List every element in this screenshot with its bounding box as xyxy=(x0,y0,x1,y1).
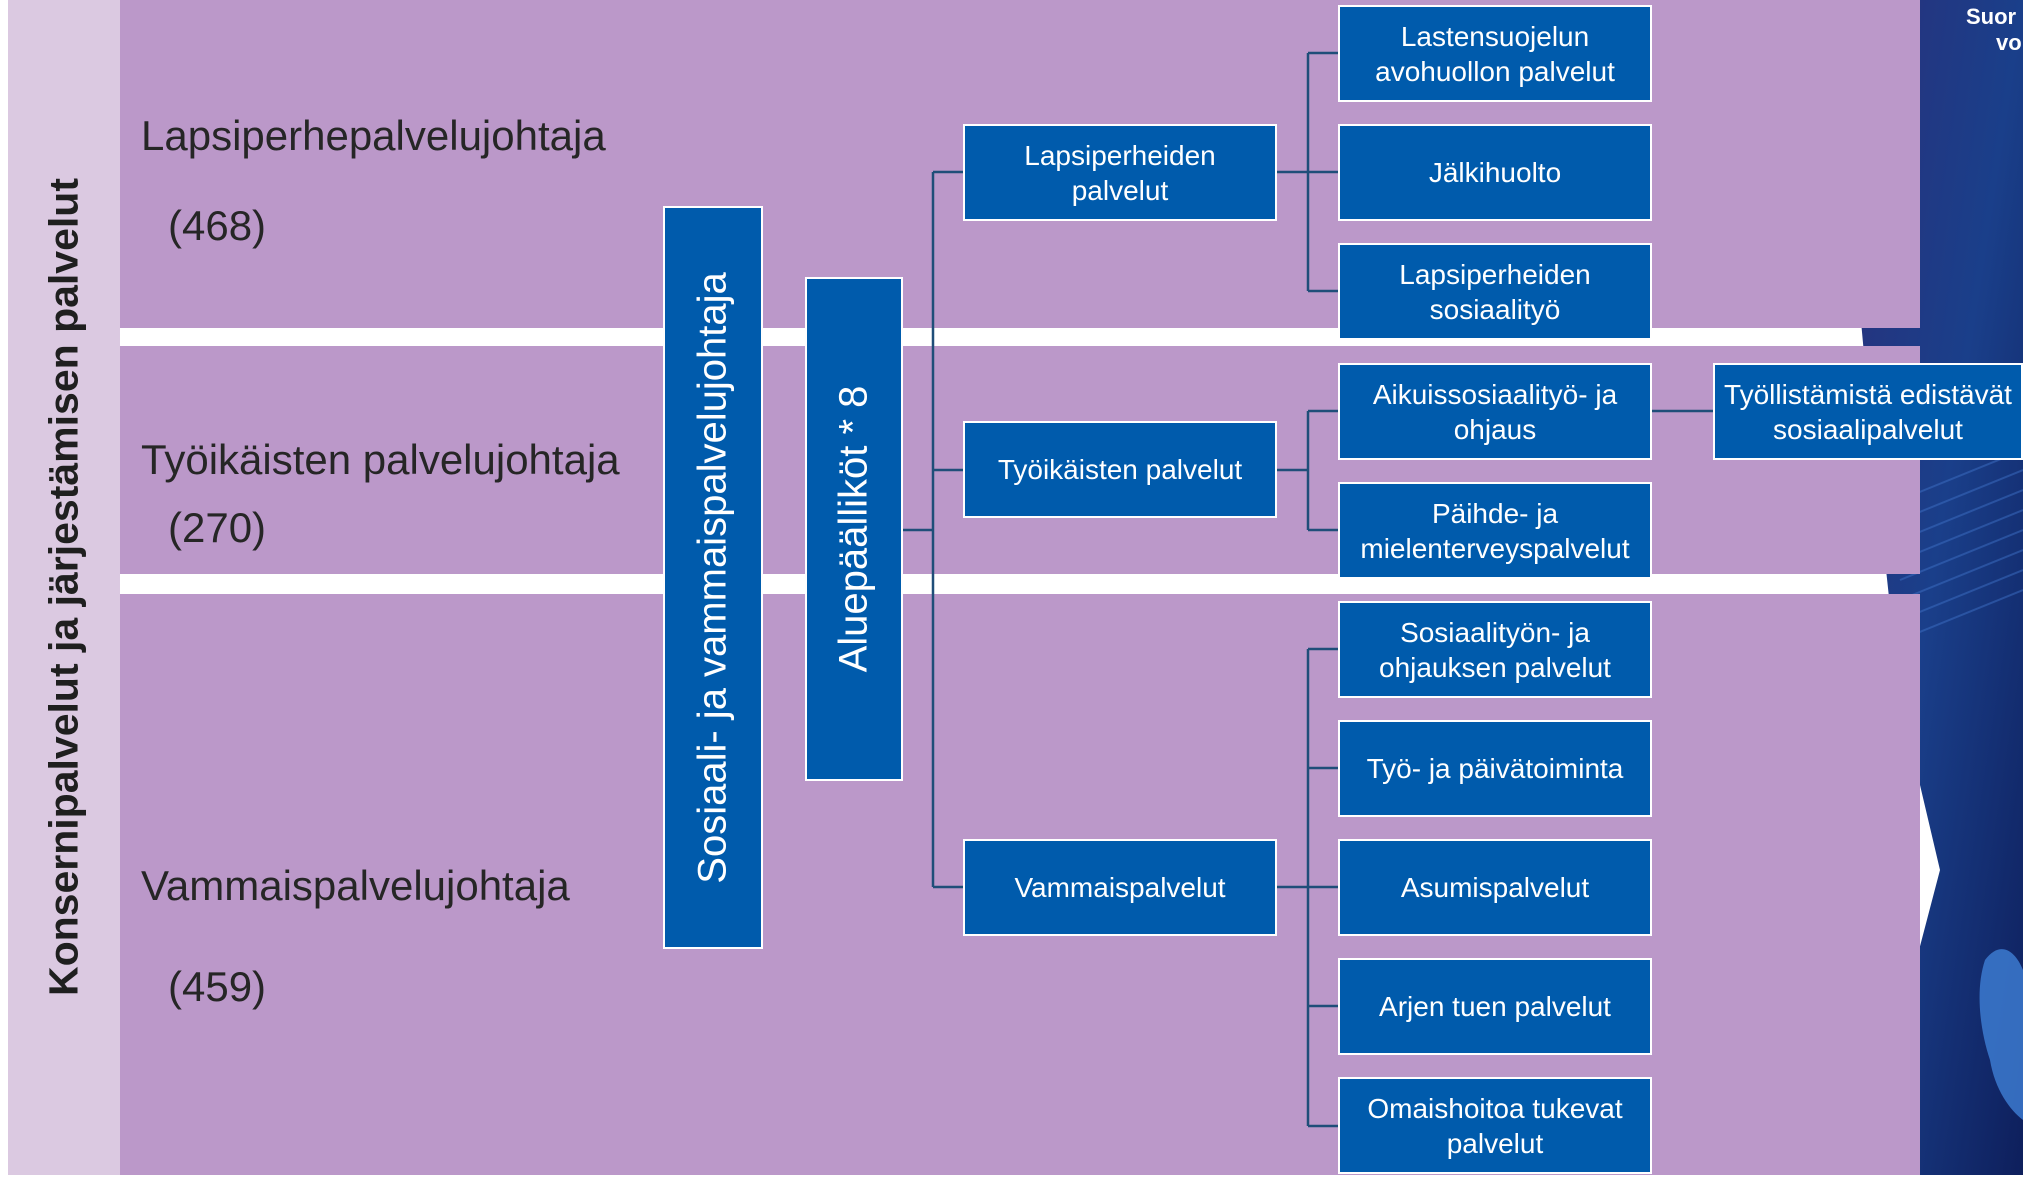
unit-box[interactable]: Arjen tuen palvelut xyxy=(1338,958,1652,1055)
sidebar: Konsernipalvelut ja järjestämisen palvel… xyxy=(8,0,120,1175)
band-title-vammais: Vammaispalvelujohtaja xyxy=(141,862,570,909)
service-box-vammais[interactable]: Vammaispalvelut xyxy=(963,839,1277,936)
unit-box[interactable]: Asumispalvelut xyxy=(1338,839,1652,936)
unit-box[interactable]: Omaishoitoa tukevat palvelut xyxy=(1338,1077,1652,1174)
unit-box[interactable]: Jälkihuolto xyxy=(1338,124,1652,221)
extra-unit-label: Työllistämistä edistävät sosiaalipalvelu… xyxy=(1724,378,2012,445)
unit-label: Lapsiperheiden sosiaalityö xyxy=(1399,258,1591,325)
band-title-lapsiperhe: Lapsiperhepalvelujohtaja xyxy=(141,112,606,159)
band-count-lapsiperhe: (468) xyxy=(168,202,267,249)
director-box[interactable]: Sosiaali- ja vammaispalvelujohtaja xyxy=(663,206,763,949)
unit-label: Työ- ja päivätoiminta xyxy=(1366,753,1624,784)
unit-box[interactable]: Lastensuojelun avohuollon palvelut xyxy=(1338,5,1652,102)
unit-label: Jälkihuolto xyxy=(1428,157,1562,188)
unit-label: Lastensuojelun avohuollon palvelut xyxy=(1375,20,1615,87)
unit-box[interactable]: Sosiaalityön- ja ohjauksen palvelut xyxy=(1338,601,1652,698)
unit-box[interactable]: Työ- ja päivätoiminta xyxy=(1338,720,1652,817)
service-box-tyoikaiset[interactable]: Työikäisten palvelut xyxy=(963,421,1277,518)
unit-label: Päihde- ja mielenterveyspalvelut xyxy=(1360,497,1630,564)
unit-label: Asumispalvelut xyxy=(1400,872,1590,903)
service-label-tyoikaiset: Työikäisten palvelut xyxy=(997,454,1243,485)
unit-label: Arjen tuen palvelut xyxy=(1379,991,1611,1022)
band-count-tyoikaiset: (270) xyxy=(168,504,267,551)
corner-text-line-2: vo xyxy=(1996,30,2022,56)
unit-box[interactable]: Lapsiperheiden sosiaalityö xyxy=(1338,243,1652,340)
map-shape-icon xyxy=(1979,949,2023,1120)
band-title-tyoikaiset: Työikäisten palvelujohtaja xyxy=(141,436,620,483)
unit-box[interactable]: Aikuissosiaalityö- ja ohjaus xyxy=(1338,363,1652,460)
director-label: Sosiaali- ja vammaispalvelujohtaja xyxy=(690,271,735,884)
unit-box[interactable]: Päihde- ja mielenterveyspalvelut xyxy=(1338,482,1652,579)
service-box-lapsiperhe[interactable]: Lapsiperheiden palvelut xyxy=(963,124,1277,221)
corner-text-line-1: Suor xyxy=(1966,4,2017,29)
area-managers-label: Aluepäälliköt * 8 xyxy=(831,385,876,673)
band-count-vammais: (459) xyxy=(168,963,267,1010)
unit-label: Aikuissosiaalityö- ja ohjaus xyxy=(1372,378,1618,445)
service-label-lapsiperhe: Lapsiperheiden palvelut xyxy=(1024,139,1216,206)
unit-box-extra[interactable]: Työllistämistä edistävät sosiaalipalvelu… xyxy=(1713,363,2023,460)
unit-label: Omaishoitoa tukevat palvelut xyxy=(1367,1092,1623,1159)
area-managers-box[interactable]: Aluepäälliköt * 8 xyxy=(805,277,903,781)
service-label-vammais: Vammaispalvelut xyxy=(1014,872,1226,903)
unit-label: Sosiaalityön- ja ohjauksen palvelut xyxy=(1379,616,1611,683)
